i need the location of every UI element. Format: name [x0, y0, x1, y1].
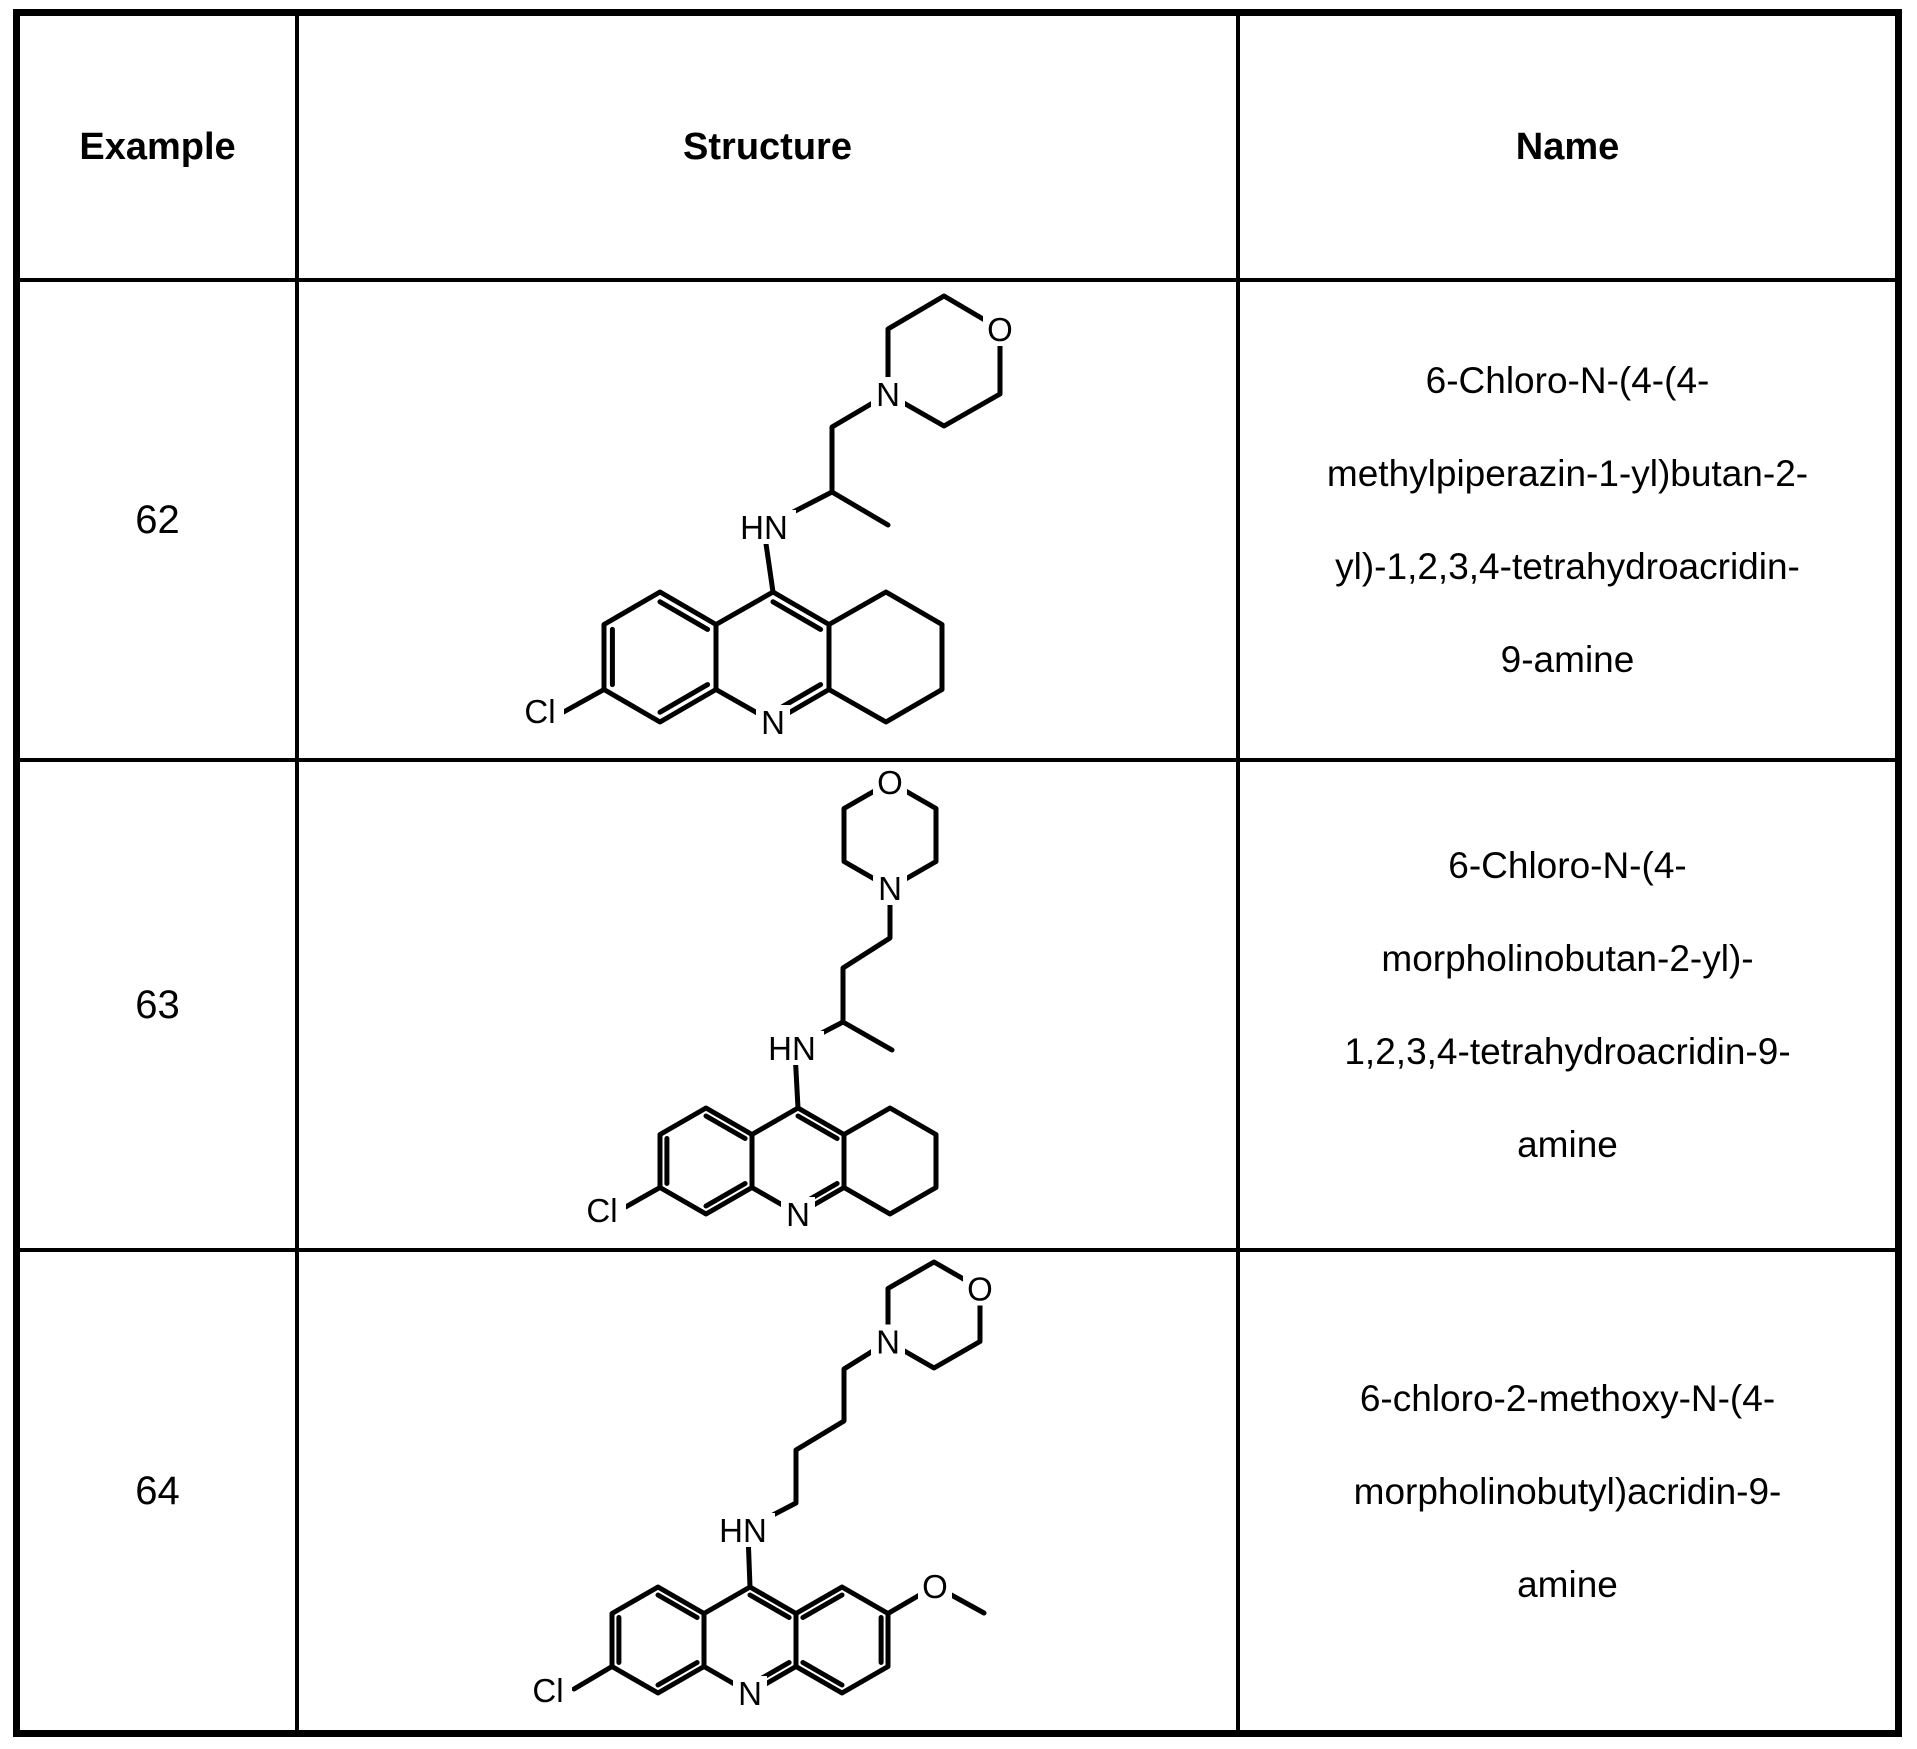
header-label-structure: Structure	[683, 125, 852, 168]
name-line: morpholinobutyl)acridin-9-	[1353, 1470, 1782, 1512]
amine-label: HN	[768, 1030, 816, 1067]
atom-label-bg	[963, 1271, 997, 1306]
nitrogen-atom-label: N	[876, 376, 900, 413]
compound-name-64: 6-chloro-2-methoxy-N-(4- morpholinobutyl…	[1240, 1252, 1895, 1730]
structure-63-drawing: O N HN N Cl	[578, 764, 939, 1233]
atom-label-bg	[873, 765, 907, 799]
structure-64-drawing: O N HN N O Cl	[524, 1259, 997, 1712]
atom-label-bg	[871, 1324, 905, 1359]
structure-62-drawing: O N HN N Cl	[516, 293, 1017, 741]
header-label-name: Name	[1515, 125, 1620, 168]
example-number-cell: 64	[20, 1252, 299, 1730]
nitrogen-atom-label: N	[876, 1324, 900, 1361]
amine-label: HN	[719, 1512, 767, 1549]
double-bond-lines	[609, 599, 824, 715]
acridine-nitrogen-label: N	[738, 1675, 762, 1712]
chlorine-label: Cl	[586, 1192, 617, 1229]
chlorine-label: Cl	[532, 1672, 563, 1709]
example-number: 63	[135, 982, 180, 1027]
structure-cell-64: O N HN N O Cl	[299, 1252, 1240, 1730]
atom-label-bg	[733, 1676, 767, 1710]
compound-table: Example Structure Name 62 O N HN N Cl 6-…	[13, 9, 1902, 1737]
methoxy-oxygen-label: O	[922, 1568, 948, 1605]
compound-name-63: 6-Chloro-N-(4- morpholinobutan-2-yl)- 1,…	[1240, 762, 1895, 1252]
name-line: 1,2,3,4-tetrahydroacridin-9-	[1344, 1031, 1791, 1072]
atom-label-bg	[873, 871, 907, 905]
name-line: 6-chloro-2-methoxy-N-(4-	[1359, 1377, 1776, 1419]
atom-label-bg	[578, 1193, 626, 1227]
chlorine-label: Cl	[524, 693, 555, 730]
bond-lines	[557, 293, 1003, 725]
name-line: 9-amine	[1500, 639, 1635, 680]
name-line: methylpiperazin-1-yl)butan-2-	[1326, 453, 1809, 494]
bond-lines	[571, 1259, 987, 1696]
header-cell-name: Name	[1240, 16, 1895, 282]
atom-label-bg	[756, 705, 790, 739]
oxygen-atom-label: O	[987, 311, 1013, 348]
name-line: morpholinobutan-2-yl)-	[1381, 938, 1754, 979]
name-line: yl)-1,2,3,4-tetrahydroacridin-	[1335, 546, 1800, 587]
header-cell-example: Example	[20, 16, 299, 282]
nitrogen-atom-label: N	[878, 870, 902, 907]
structure-cell-63: O N HN N Cl	[299, 762, 1240, 1252]
atom-label-bg	[760, 1031, 824, 1065]
atom-label-bg	[918, 1569, 952, 1603]
oxygen-atom-label: O	[877, 764, 903, 801]
header-label-example: Example	[79, 125, 236, 168]
atom-label-bg	[781, 1197, 815, 1231]
example-number-cell: 63	[20, 762, 299, 1252]
name-line: 6-Chloro-N-(4-(4-	[1425, 360, 1710, 401]
example-number-cell: 62	[20, 282, 299, 762]
atom-label-bg	[711, 1513, 775, 1547]
name-line: 6-Chloro-N-(4-	[1448, 845, 1687, 886]
atom-label-bg	[871, 377, 905, 411]
compound-name-62: 6-Chloro-N-(4-(4- methylpiperazin-1-yl)b…	[1240, 282, 1895, 762]
atom-label-bg	[524, 1673, 572, 1707]
atom-label-bg	[983, 312, 1017, 346]
atom-label-bg	[516, 694, 564, 728]
example-number: 64	[135, 1468, 180, 1513]
example-number: 62	[135, 497, 180, 542]
amine-label: HN	[740, 509, 788, 546]
name-line: amine	[1517, 1563, 1618, 1605]
double-bond-lines	[616, 1592, 884, 1688]
double-bond-lines	[664, 1113, 840, 1209]
acridine-nitrogen-label: N	[761, 704, 785, 741]
acridine-nitrogen-label: N	[786, 1196, 810, 1233]
name-line: amine	[1517, 1124, 1618, 1165]
structure-cell-62: O N HN N Cl	[299, 282, 1240, 762]
oxygen-atom-label: O	[967, 1271, 993, 1308]
header-cell-structure: Structure	[299, 16, 1240, 282]
atom-label-bg	[732, 510, 796, 544]
